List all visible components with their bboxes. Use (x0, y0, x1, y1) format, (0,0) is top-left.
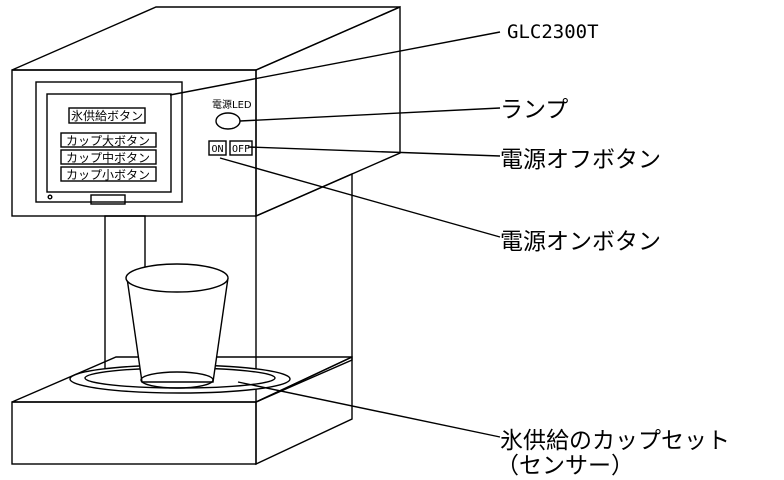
power-led-label: 電源LED (212, 98, 252, 111)
leader-cup-set (237, 381, 501, 438)
callout-power-on: 電源オンボタン (500, 229, 661, 255)
base-front-face (11, 401, 257, 465)
leader-display (169, 31, 501, 96)
display-screen (46, 93, 172, 193)
column-side-face (255, 172, 353, 404)
cup-icon (125, 263, 229, 389)
screen-button-ice[interactable]: 氷供給ボタン (68, 107, 146, 124)
screen-button-cup-medium[interactable]: カップ中ボタン (60, 149, 157, 165)
screen-button-cup-small-label: カップ小ボタン (66, 168, 150, 182)
head-top-face (11, 6, 401, 71)
screen-button-cup-large[interactable]: カップ大ボタン (60, 132, 157, 148)
power-on-label: ON (211, 144, 223, 155)
callout-labels: GLC2300T ランプ 電源オフボタン 電源オンボタン 氷供給のカップセット … (496, 21, 730, 479)
leader-lines (169, 31, 501, 438)
callout-lamp: ランプ (500, 97, 568, 123)
display-bezel (35, 81, 183, 203)
cup-rim (125, 263, 229, 293)
bezel-slot (90, 194, 126, 205)
callout-display: GLC2300T (507, 21, 599, 43)
touch-display: 氷供給ボタン カップ大ボタン カップ中ボタン カップ小ボタン (35, 81, 183, 205)
callout-cup-set-line1: 氷供給のカップセット (500, 428, 730, 454)
cup-bottom (140, 371, 214, 389)
leader-power-off (247, 146, 501, 157)
cup-body (126, 277, 229, 383)
screen-button-cup-medium-label: カップ中ボタン (66, 150, 150, 165)
leader-power-on (219, 157, 501, 238)
dispenser-base (11, 355, 353, 466)
screen-button-cup-small[interactable]: カップ小ボタン (60, 166, 157, 182)
power-on-button[interactable]: ON (208, 140, 227, 156)
power-off-button[interactable]: OFF (229, 140, 253, 156)
leader-lamp (239, 107, 501, 122)
power-off-label: OFF (232, 144, 250, 155)
bezel-indicator-dot (47, 194, 53, 200)
callout-cup-set-line2: （センサー） (496, 453, 634, 476)
lamp-icon (215, 112, 241, 130)
power-led: 電源LED (212, 98, 252, 130)
callout-power-off: 電源オフボタン (500, 147, 661, 173)
screen-button-cup-large-label: カップ大ボタン (66, 134, 150, 148)
screen-button-ice-label: 氷供給ボタン (71, 109, 143, 123)
